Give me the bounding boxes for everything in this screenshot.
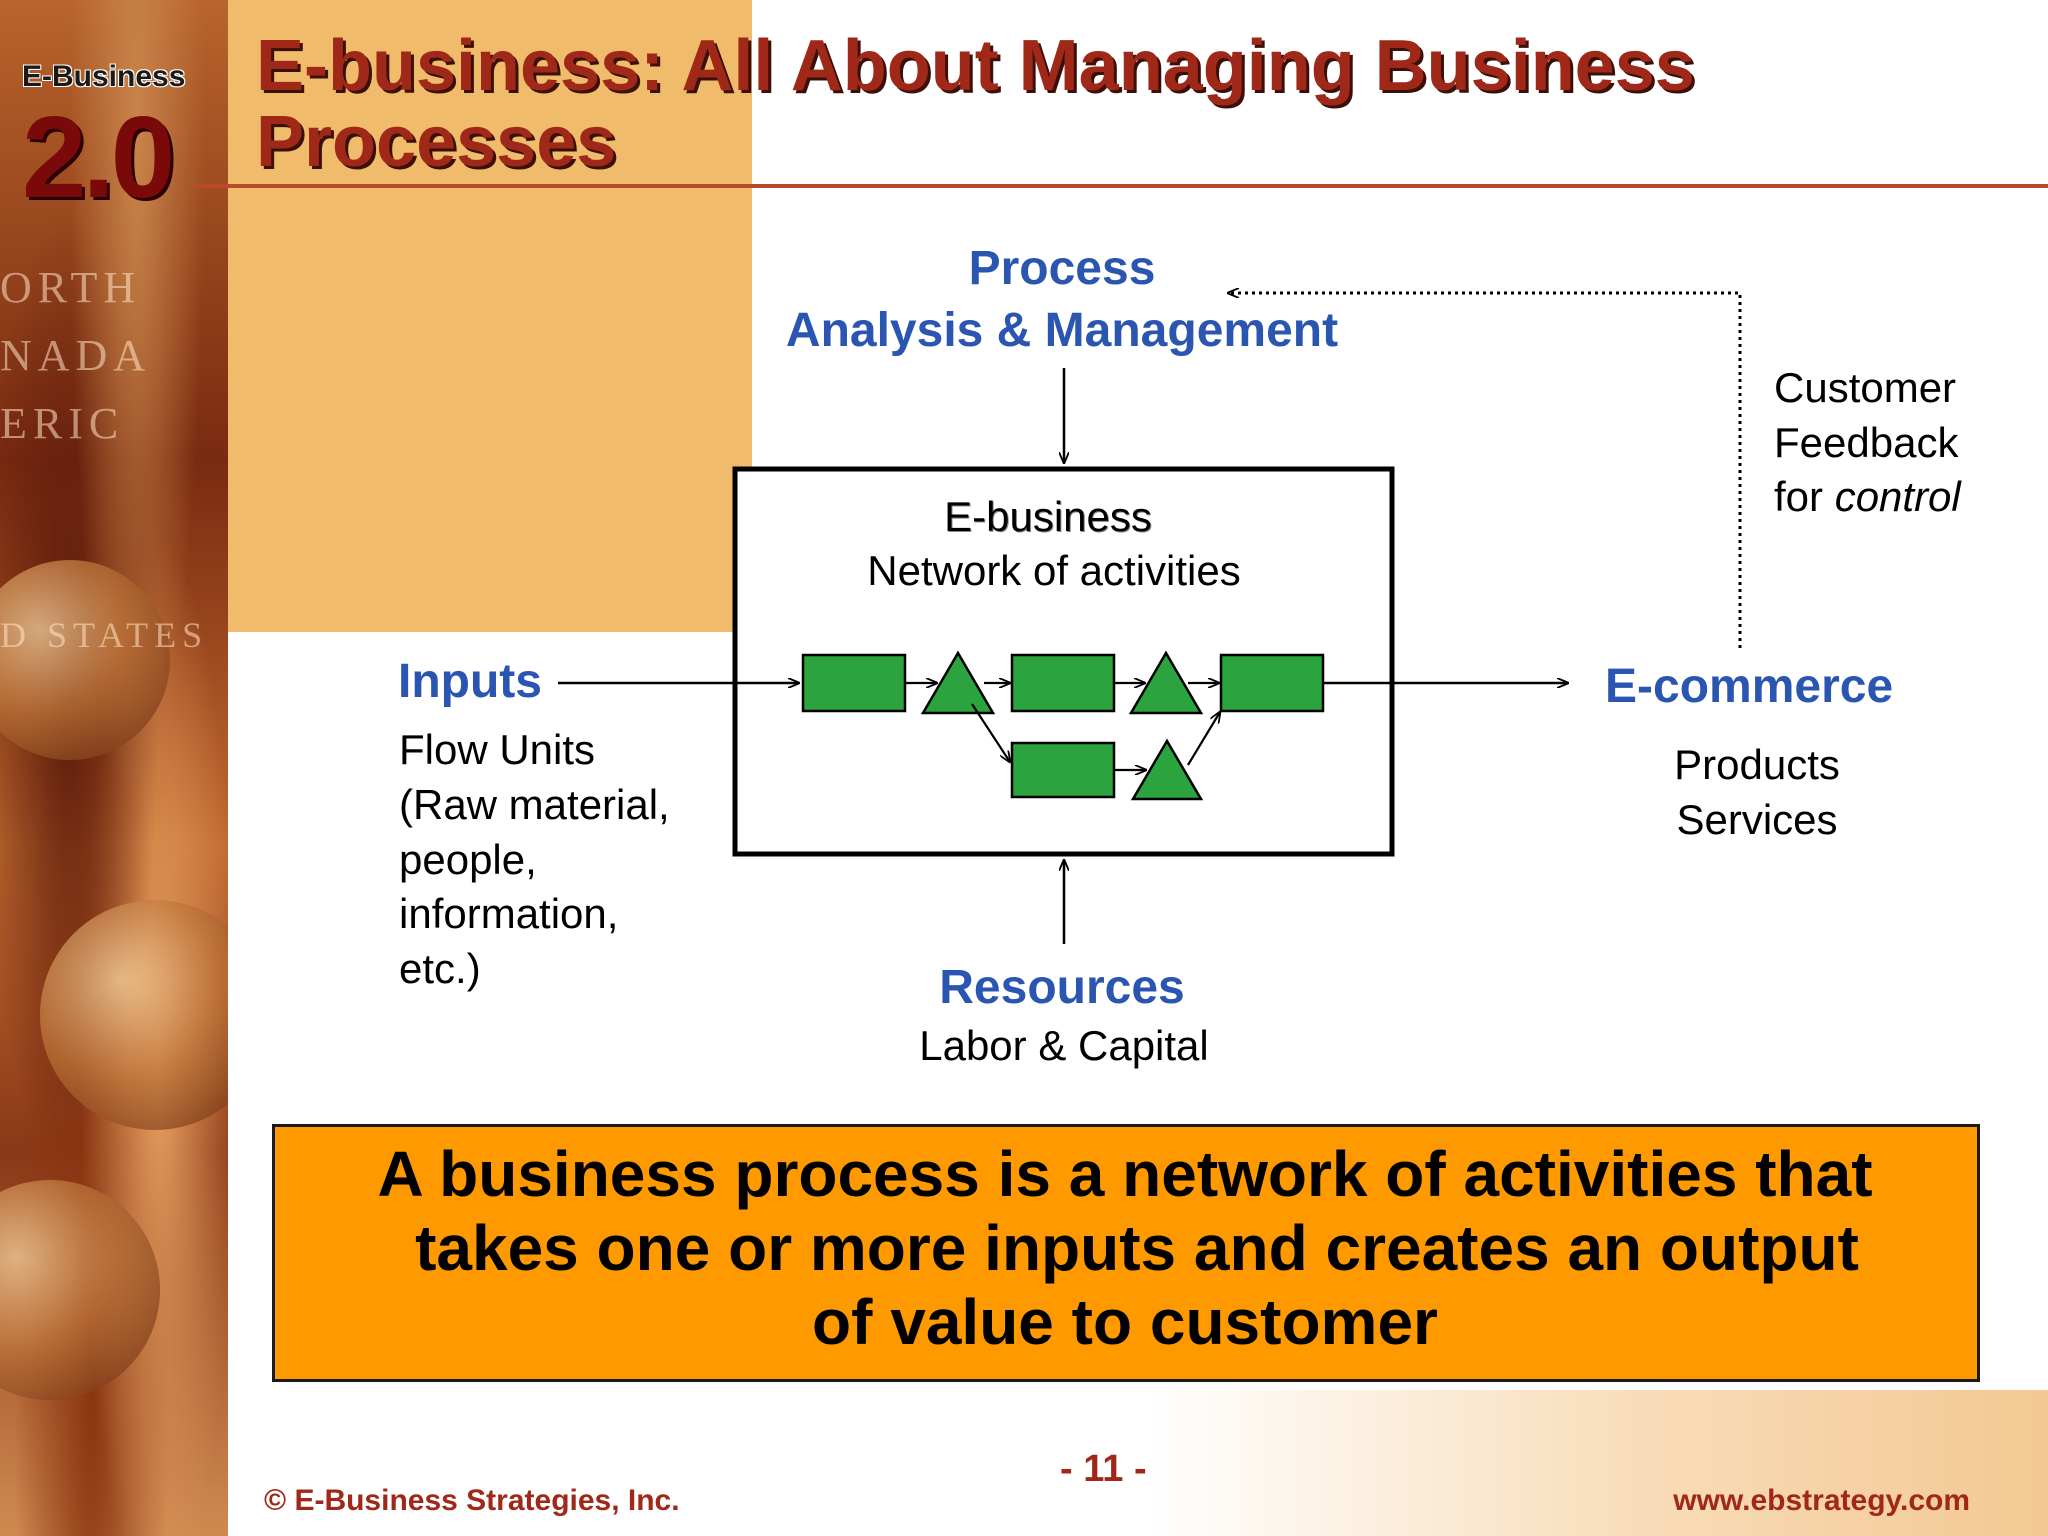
page-number: - 11 -: [1060, 1448, 1147, 1490]
process-label: Process: [968, 242, 1156, 295]
inputs-detail-line: (Raw material,: [399, 781, 670, 828]
slide-title: E-business: All About Managing Business …: [256, 26, 1695, 182]
decorative-side-image: ORTH NADA ERIC D STATES: [0, 0, 228, 1536]
buffer-triangle: [1128, 650, 1204, 715]
feedback-line: for control: [1774, 469, 1961, 524]
activity-step: [1010, 741, 1116, 799]
inputs-detail-line: etc.): [399, 945, 481, 992]
activity-step: [801, 653, 907, 713]
logo-version-number: 2.0: [22, 92, 175, 222]
buffer-triangle: [920, 650, 996, 715]
box-title: E-business: [944, 493, 1152, 540]
activity-step: [1219, 653, 1325, 713]
resources-detail: Labor & Capital: [919, 1022, 1209, 1069]
output-detail-line: Services: [1676, 796, 1838, 843]
logo-label: E-Business: [22, 60, 186, 93]
definition-line: of value to customer: [812, 1286, 1438, 1358]
inputs-detail-line: Flow Units: [399, 726, 596, 773]
feedback-emphasis: control: [1834, 473, 1961, 520]
definition-callout-box: [272, 1124, 1980, 1382]
inputs-detail-line: information,: [399, 890, 619, 937]
title-divider: [196, 184, 2048, 188]
map-texture: NADA: [0, 331, 152, 380]
inputs-label: Inputs: [398, 655, 542, 708]
definition-line: A business process is a network of activ…: [377, 1138, 1873, 1210]
decorative-orb: [40, 900, 228, 1130]
map-texture: ERIC: [0, 399, 125, 448]
definition-line: takes one or more inputs and creates an …: [415, 1212, 1859, 1284]
feedback-line: Customer: [1774, 364, 1957, 411]
ecommerce-label: E-commerce: [1605, 660, 1894, 713]
map-texture: D STATES: [0, 615, 209, 655]
resources-label: Resources: [939, 961, 1185, 1014]
box-subtitle: Network of activities: [867, 547, 1241, 594]
feedback-line: Feedback: [1774, 419, 1959, 466]
website-url: www.ebstrategy.com: [1673, 1484, 1970, 1517]
decorative-footer-wash: [1150, 1390, 2048, 1536]
decorative-orb: [0, 560, 170, 760]
definition-callout-text: A business process is a network of activ…: [300, 1137, 1950, 1359]
decorative-color-block: [228, 0, 752, 632]
feedback-prefix: for: [1774, 473, 1835, 520]
flow-arrow: [1187, 712, 1220, 766]
inputs-detail-line: people,: [399, 836, 537, 883]
copyright-notice: © E-Business Strategies, Inc.: [264, 1484, 680, 1517]
activity-step: [1010, 653, 1116, 713]
buffer-triangle: [1130, 738, 1204, 801]
analysis-management-label: Analysis & Management: [785, 304, 1339, 357]
map-texture: ORTH: [0, 263, 142, 312]
flow-arrow: [971, 703, 1010, 762]
output-detail-line: Products: [1674, 741, 1840, 788]
